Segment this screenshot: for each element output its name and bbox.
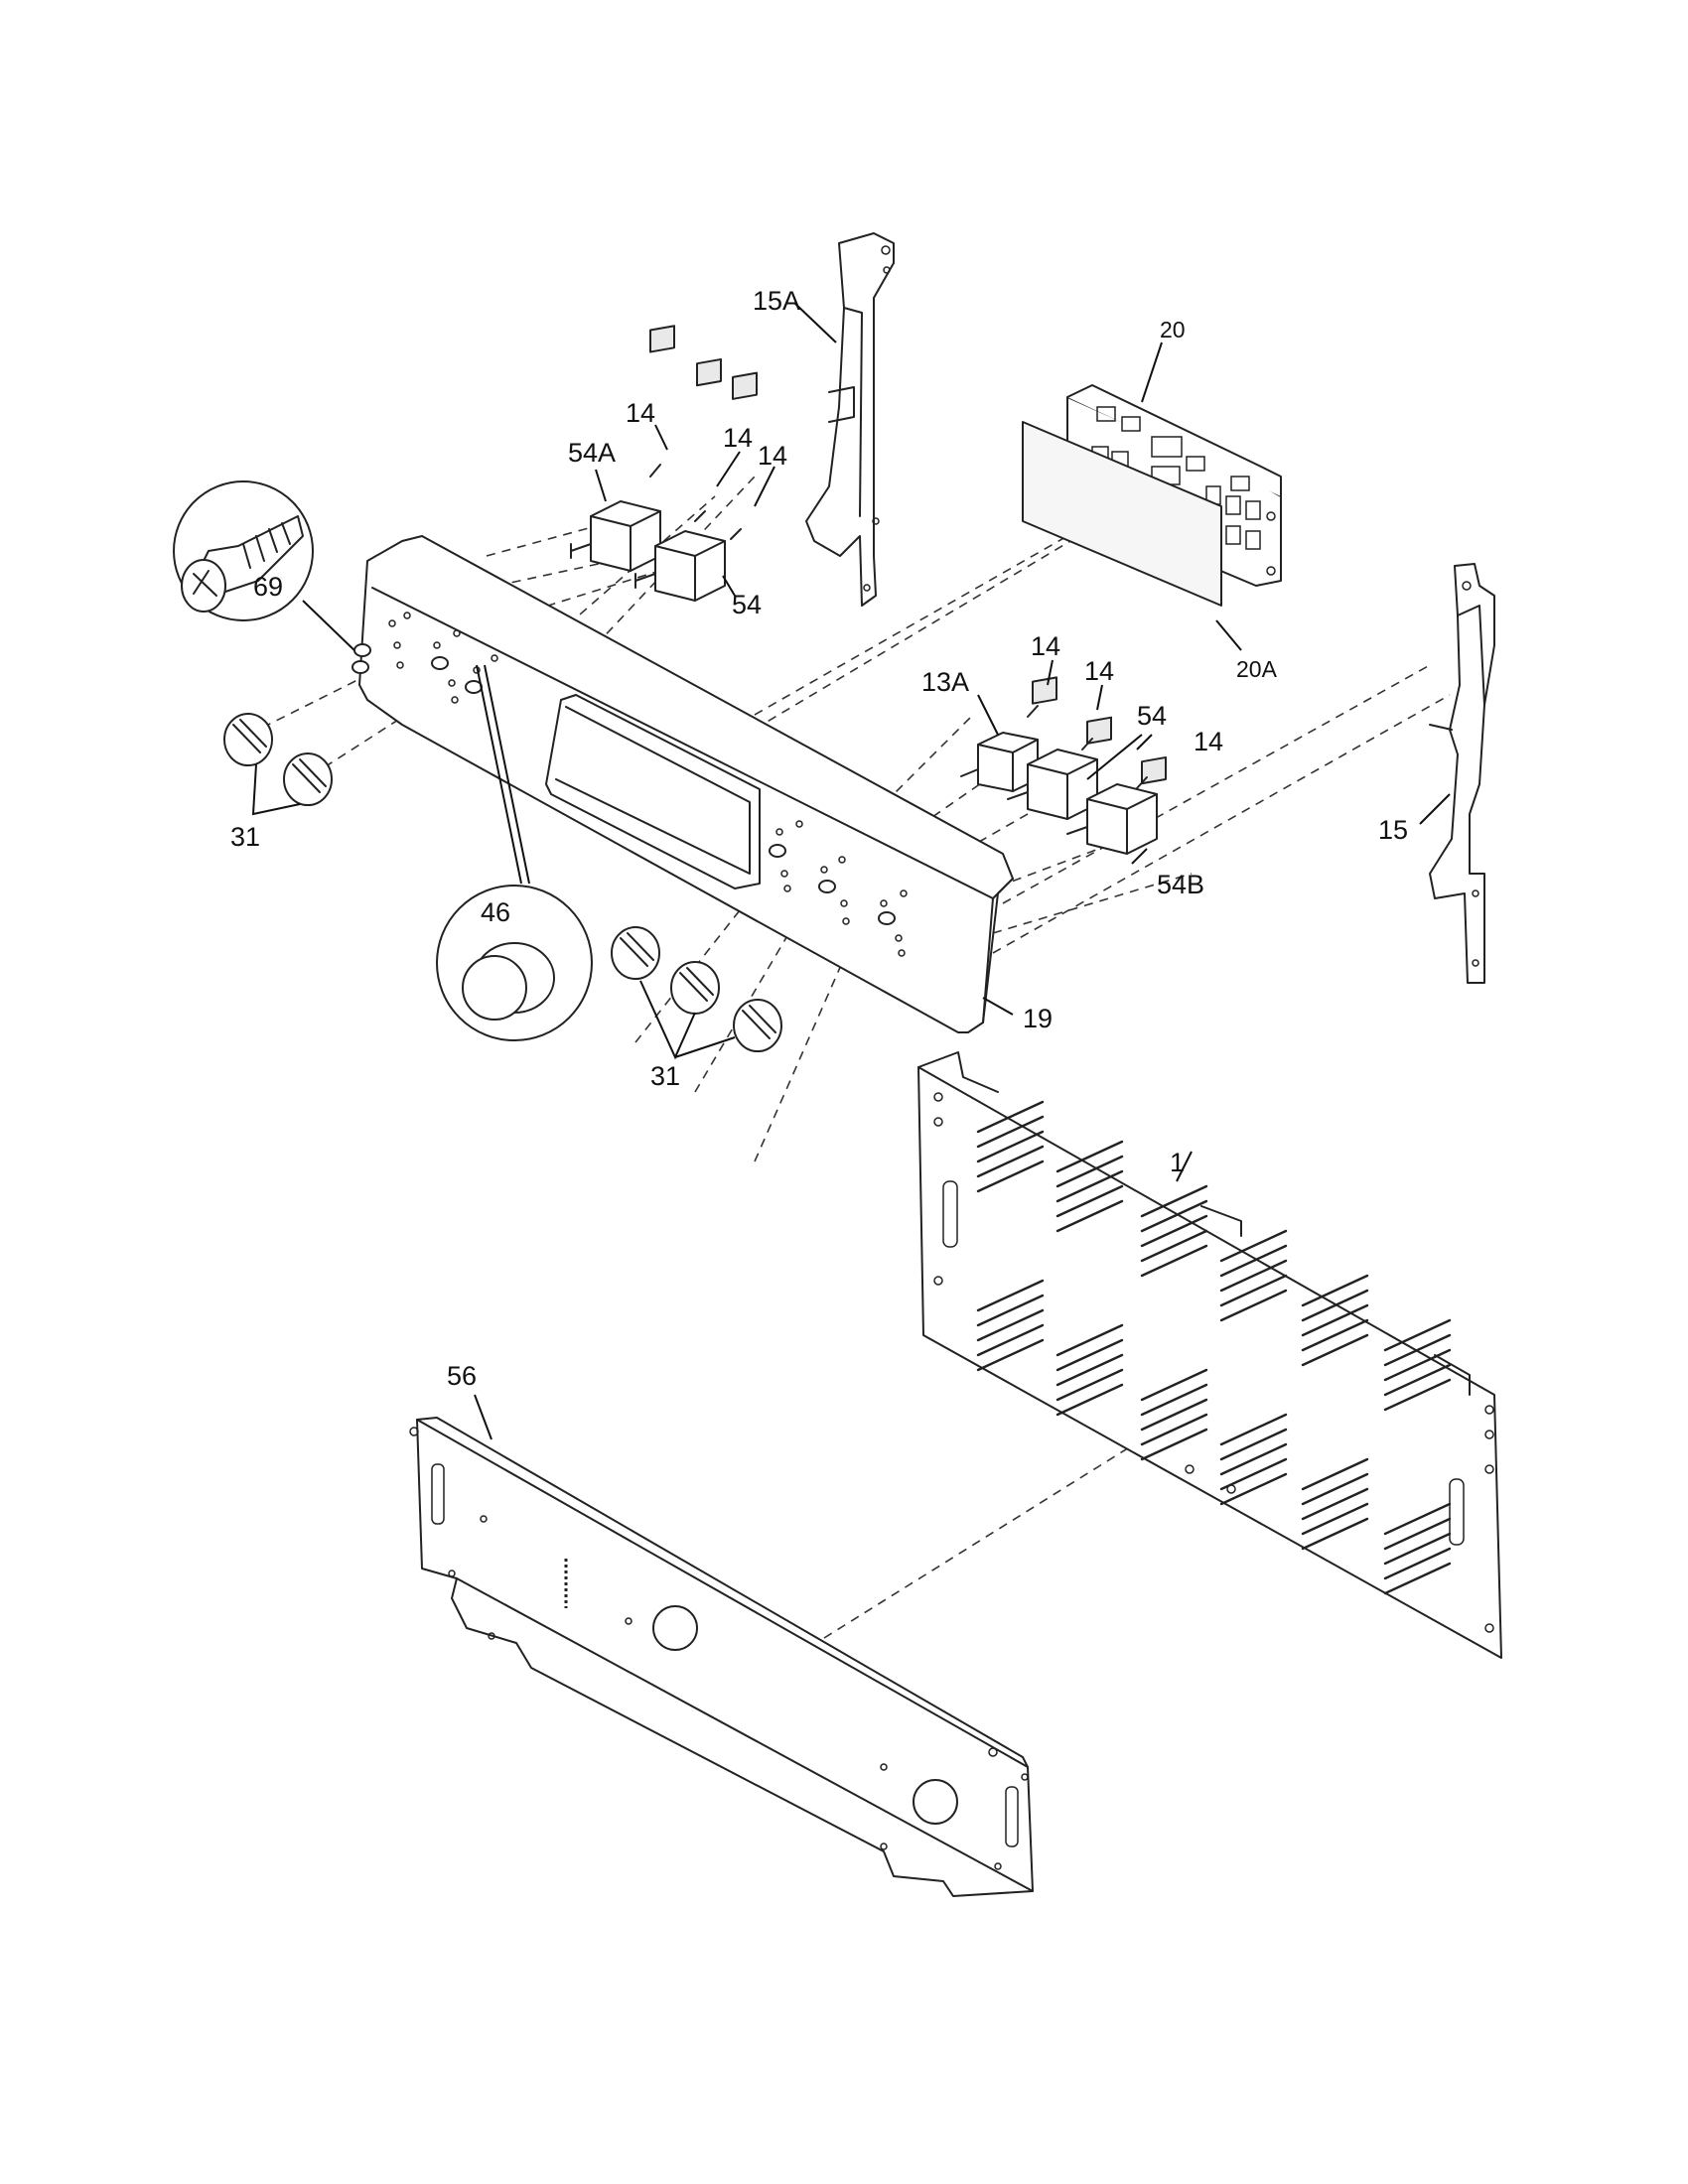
detail-screw-69 (173, 480, 360, 656)
label-14-lower-3: 14 (1194, 727, 1223, 756)
knob-31-right-2 (670, 961, 720, 1015)
switch-13A (960, 732, 1039, 792)
bracket-15A (805, 232, 895, 607)
leader-31-left (251, 763, 301, 816)
knob-31-left-2 (283, 752, 333, 806)
label-20A: 20A (1236, 656, 1278, 682)
leader-lines (474, 302, 1451, 1440)
label-20: 20 (1160, 317, 1186, 342)
label-15: 15 (1378, 815, 1408, 845)
label-31-left: 31 (230, 822, 260, 852)
switch-54B (1066, 783, 1158, 855)
label-14-lower-1: 14 (1031, 631, 1060, 661)
label-56: 56 (447, 1361, 477, 1391)
switch-14-upper-3 (730, 371, 758, 540)
switch-14-upper-2 (694, 357, 722, 522)
overlay-20A (1022, 421, 1222, 607)
label-54-upper: 54 (732, 590, 762, 619)
control-panel-19 (352, 535, 1014, 1033)
label-46: 46 (481, 897, 510, 927)
label-69: 69 (253, 572, 283, 602)
switch-14-upper-1 (649, 325, 675, 478)
label-14-upper-3: 14 (758, 441, 787, 471)
label-15A: 15A (753, 286, 800, 316)
label-14-upper-1: 14 (626, 398, 655, 428)
label-54B: 54B (1157, 870, 1204, 899)
label-14-upper-2: 14 (723, 423, 753, 453)
label-54-lower: 54 (1137, 701, 1167, 731)
switch-14-lower-3 (1136, 755, 1167, 789)
label-14-lower-2: 14 (1084, 656, 1114, 686)
label-31-right: 31 (650, 1061, 680, 1091)
switch-14-lower-2 (1081, 716, 1112, 751)
knob-31-right-3 (733, 999, 782, 1052)
label-1: 1 (1170, 1148, 1185, 1177)
leader-31-right (639, 980, 736, 1060)
label-19: 19 (1023, 1004, 1053, 1033)
label-13A: 13A (921, 667, 969, 697)
bracket-15 (1429, 563, 1495, 984)
switch-14-lower-1 (1027, 676, 1057, 718)
switch-54-upper (634, 530, 726, 602)
detail-knob-46 (436, 664, 593, 1041)
part-labels: 15A 20 14 54A 14 14 54 69 20A 14 13A 14 … (230, 286, 1408, 1391)
rear-panel-1 (917, 1051, 1502, 1659)
label-54A: 54A (568, 438, 616, 468)
switch-54A (570, 500, 661, 572)
knob-31-left-1 (223, 713, 273, 766)
lower-panel-56 (409, 1417, 1034, 1897)
knob-31-right-1 (611, 926, 660, 980)
